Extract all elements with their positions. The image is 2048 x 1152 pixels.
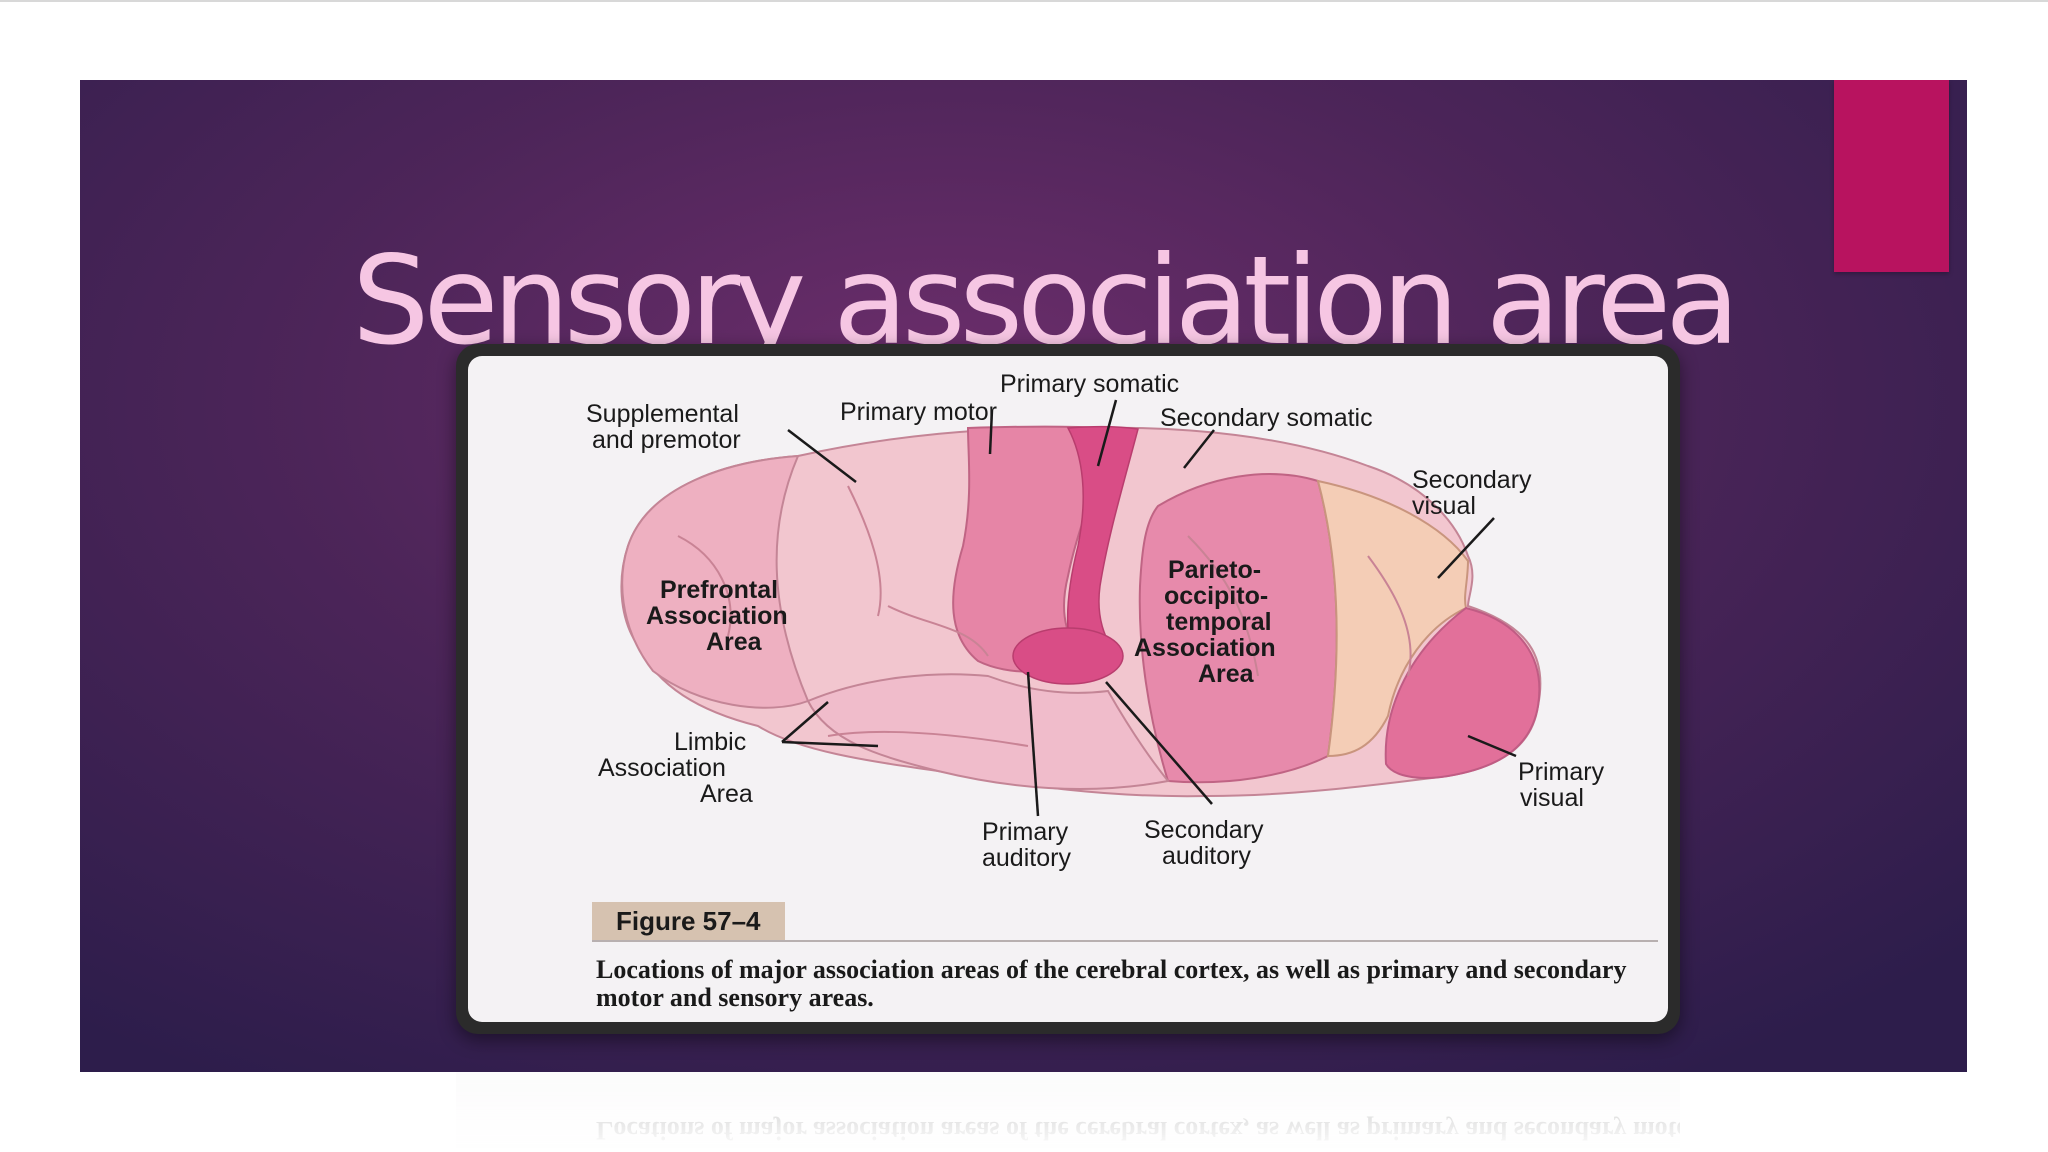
- label-secondary-visual-line2: visual: [1412, 492, 1476, 520]
- label-primary-somatic: Primary somatic: [1000, 370, 1179, 398]
- label-secondary-auditory-line2: auditory: [1162, 842, 1251, 870]
- leader-lines: [781, 399, 1517, 817]
- primary-auditory-region: [1012, 627, 1124, 685]
- prefrontal-region: [621, 454, 810, 709]
- figure-image: Supplemental and premotor Primary motor …: [468, 356, 1668, 1022]
- label-supplemental-line2: and premotor: [592, 426, 741, 454]
- primary-visual-region: [1384, 606, 1541, 779]
- label-primary-visual-line1: Primary: [1518, 758, 1605, 786]
- temporal-lobe: [806, 673, 1170, 790]
- label-limbic-line1: Limbic: [674, 728, 746, 756]
- brain-diagram: Supplemental and premotor Primary motor …: [586, 370, 1605, 872]
- label-parieto-line3: temporal: [1166, 608, 1272, 636]
- secondary-visual-region: [1316, 479, 1470, 758]
- label-primary-auditory-line2: auditory: [982, 844, 1071, 872]
- figure-frame: Supplemental and premotor Primary motor …: [456, 344, 1680, 1034]
- label-parieto-line2: occipito-: [1164, 582, 1268, 610]
- top-divider: [0, 0, 2048, 2]
- label-prefrontal-line2: Association: [646, 602, 788, 630]
- label-secondary-visual-line1: Secondary: [1412, 466, 1532, 494]
- figure-reflection-mirror: Locations of major association areas of …: [456, 1072, 1680, 1152]
- label-parieto-line5: Area: [1198, 660, 1255, 688]
- figure-reflection: Locations of major association areas of …: [456, 1072, 1680, 1152]
- label-prefrontal-line1: Prefrontal: [660, 576, 778, 604]
- reflection-caption: Locations of major association areas of …: [596, 1116, 1680, 1145]
- label-primary-visual-line2: visual: [1520, 784, 1584, 812]
- label-primary-auditory-line1: Primary: [982, 818, 1069, 846]
- parieto-region: [1138, 473, 1338, 784]
- label-parieto-line4: Association: [1134, 634, 1276, 662]
- label-secondary-auditory-line1: Secondary: [1144, 816, 1264, 844]
- label-secondary-somatic: Secondary somatic: [1160, 404, 1373, 432]
- accent-bar: [1834, 80, 1949, 272]
- label-prefrontal-line3: Area: [706, 628, 763, 656]
- label-parieto-line1: Parieto-: [1168, 556, 1261, 584]
- figure-caption: Locations of major association areas of …: [596, 955, 1627, 1012]
- label-supplemental-line1: Supplemental: [586, 400, 739, 428]
- figure-rule: [592, 940, 1658, 942]
- label-primary-motor: Primary motor: [840, 398, 997, 426]
- label-limbic-line2: Association: [598, 754, 726, 782]
- sulci-lines: [677, 485, 1412, 747]
- label-limbic-line3: Area: [700, 780, 753, 808]
- figure-tag: Figure 57–4: [592, 902, 785, 941]
